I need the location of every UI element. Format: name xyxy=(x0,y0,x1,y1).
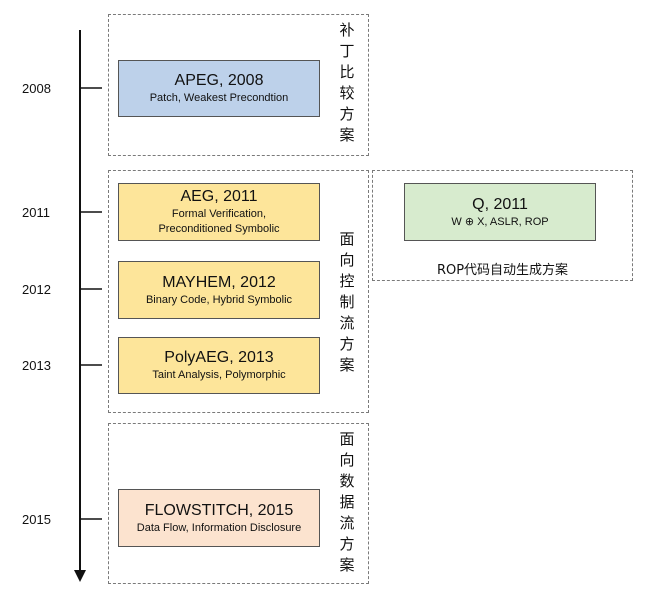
year-label-2008: 2008 xyxy=(22,81,51,96)
node-q-title: Q, 2011 xyxy=(472,195,528,213)
node-apeg-title: APEG, 2008 xyxy=(174,72,264,89)
node-apeg: APEG, 2008 Patch, Weakest Precondtion xyxy=(118,60,320,117)
group-label-control-flow: 面向控制流方案 xyxy=(339,230,355,374)
node-mayhem: MAYHEM, 2012 Binary Code, Hybrid Symboli… xyxy=(118,261,320,319)
node-mayhem-title: MAYHEM, 2012 xyxy=(162,273,276,291)
year-label-2011: 2011 xyxy=(22,205,50,220)
node-aeg: AEG, 2011 Formal Verification, Precondit… xyxy=(118,183,320,241)
timeline-arrowhead xyxy=(74,570,86,582)
node-apeg-subtitle: Patch, Weakest Precondtion xyxy=(149,92,289,104)
group-label-patch-comparison: 补丁比较方案 xyxy=(339,21,355,144)
node-aeg-subtitle-line1: Formal Verification, xyxy=(171,208,267,220)
node-q: Q, 2011 W ⊕ X, ASLR, ROP xyxy=(404,183,596,241)
group-patch-comparison xyxy=(108,14,369,156)
group-rop xyxy=(372,170,633,281)
node-flowstitch-subtitle: Data Flow, Information Disclosure xyxy=(136,521,302,534)
node-flowstitch: FLOWSTITCH, 2015 Data Flow, Information … xyxy=(118,489,320,547)
group-control-flow xyxy=(108,170,369,413)
year-label-2013: 2013 xyxy=(22,358,51,373)
group-label-data-flow: 面向数据流方案 xyxy=(339,430,355,574)
node-aeg-subtitle-line2: Preconditioned Symbolic xyxy=(158,223,280,235)
year-label-2015: 2015 xyxy=(22,512,51,527)
node-polyaeg: PolyAEG, 2013 Taint Analysis, Polymorphi… xyxy=(118,337,320,394)
node-flowstitch-title: FLOWSTITCH, 2015 xyxy=(144,501,294,519)
year-label-2012: 2012 xyxy=(22,282,51,297)
node-mayhem-subtitle: Binary Code, Hybrid Symbolic xyxy=(145,293,293,306)
node-q-subtitle: W ⊕ X, ASLR, ROP xyxy=(451,215,549,228)
group-label-rop: ROP代码自动生成方案 xyxy=(436,263,569,278)
node-aeg-title: AEG, 2011 xyxy=(180,188,258,205)
node-polyaeg-subtitle: Taint Analysis, Polymorphic xyxy=(152,369,286,381)
group-data-flow xyxy=(108,423,369,584)
node-polyaeg-title: PolyAEG, 2013 xyxy=(164,349,274,366)
